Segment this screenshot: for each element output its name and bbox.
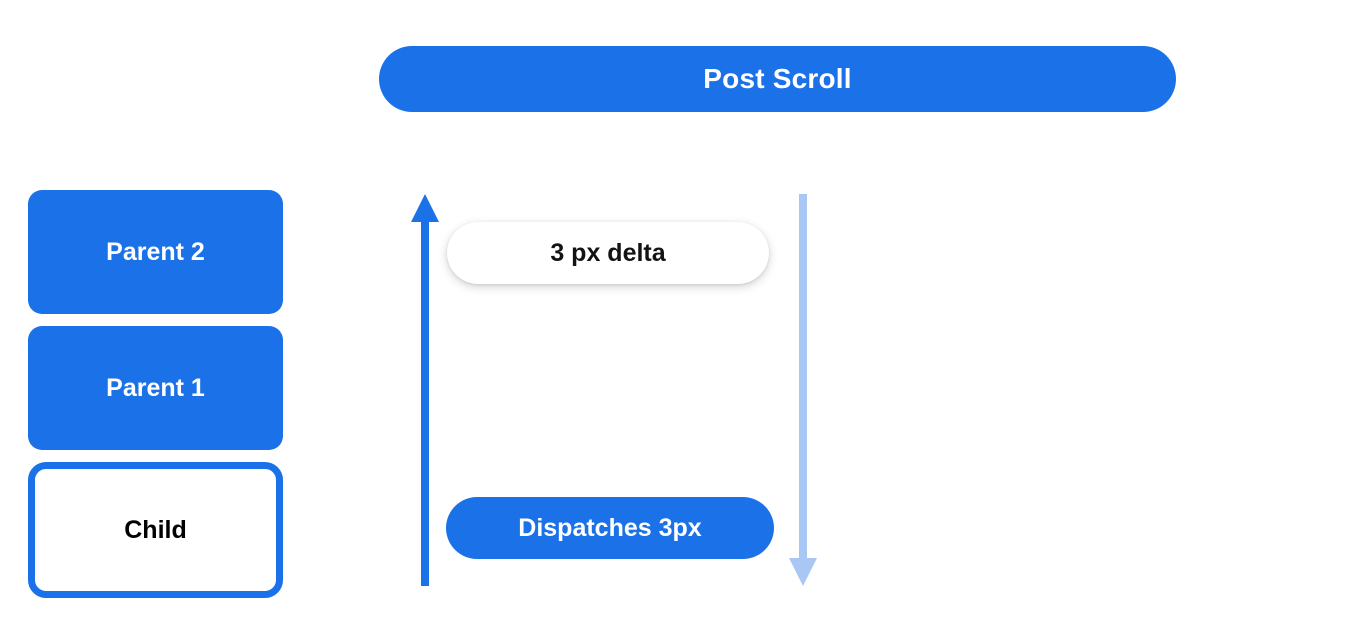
delta-callout-pill: 3 px delta (447, 222, 769, 284)
dispatch-callout-pill: Dispatches 3px (446, 497, 774, 559)
post-scroll-header-label: Post Scroll (703, 63, 852, 94)
child-label: Child (124, 515, 187, 544)
child-box: Child (28, 462, 283, 598)
post-scroll-header-bar: Post Scroll (379, 46, 1176, 112)
scroll-up-arrow (408, 192, 442, 593)
scroll-down-arrow (786, 194, 820, 593)
parent-1-label: Parent 1 (106, 373, 205, 402)
dispatch-callout-label: Dispatches 3px (518, 513, 702, 542)
view-hierarchy-stack: Parent 2 Parent 1 Child (28, 190, 283, 598)
parent-2-label: Parent 2 (106, 237, 205, 266)
delta-callout-label: 3 px delta (550, 238, 666, 267)
parent-1-box: Parent 1 (28, 326, 283, 450)
parent-2-box: Parent 2 (28, 190, 283, 314)
